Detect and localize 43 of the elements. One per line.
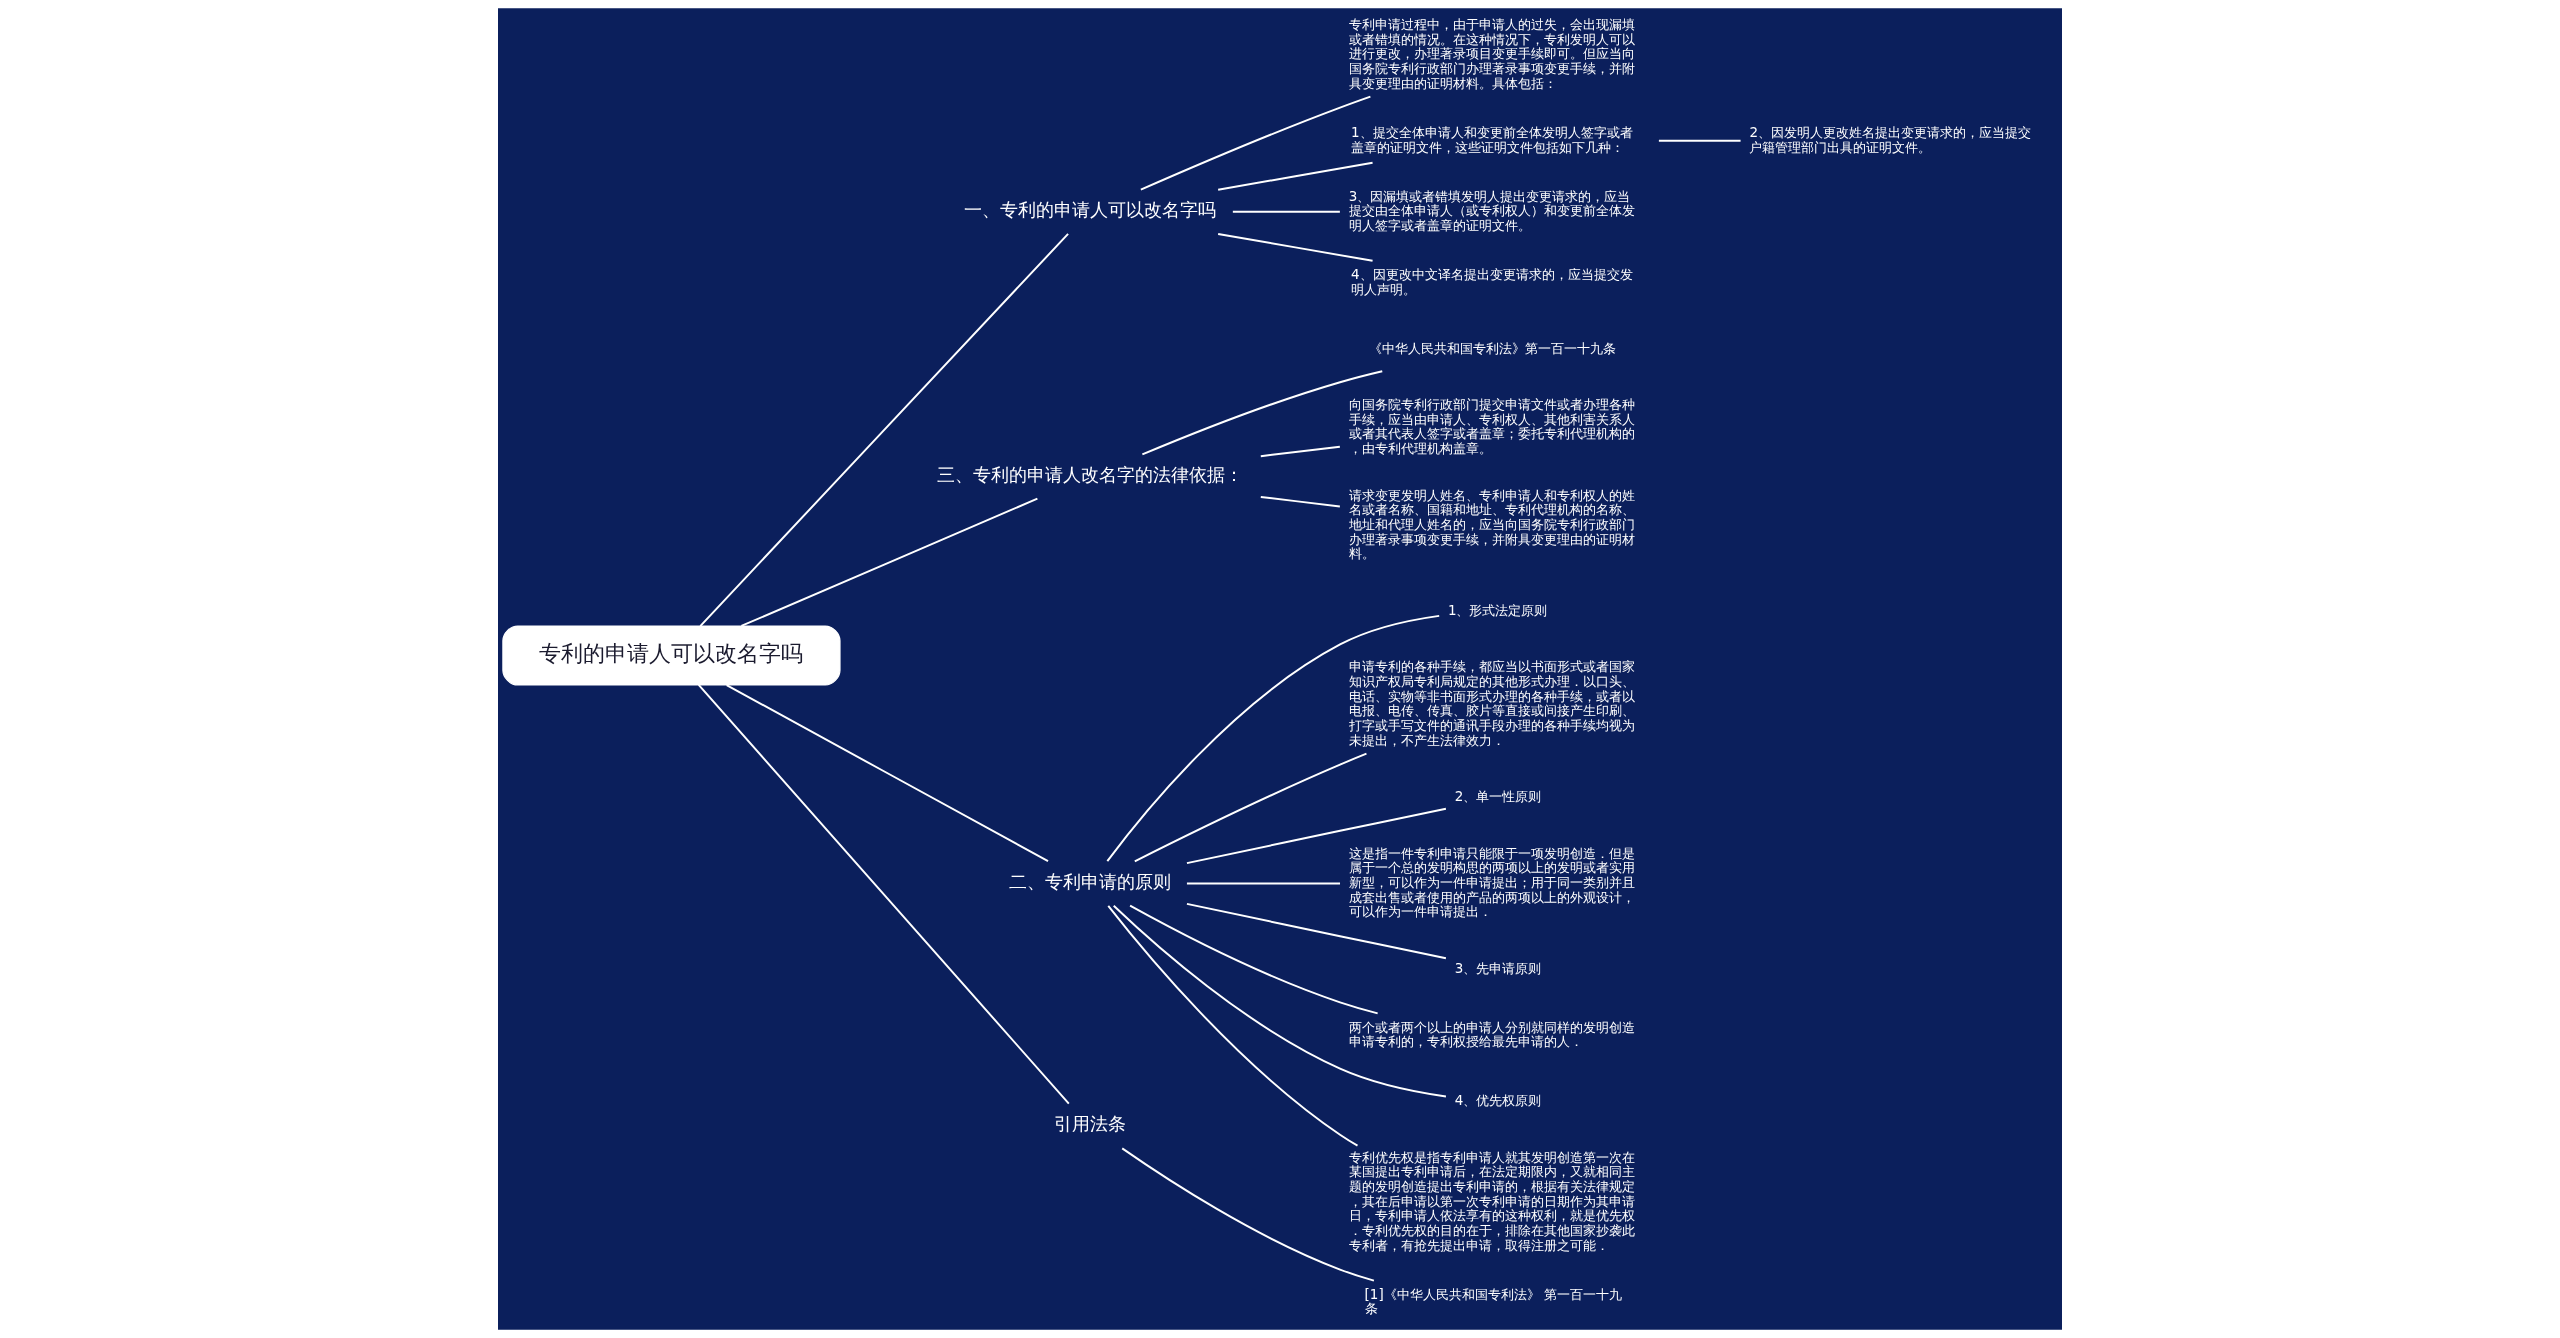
node-text: 3、因漏填或者错填发明人提出变更请求的，应当提交由全体申请人（或专利权人）和变更前全体发明人签字或者盖章的证明文件。 (1348, 187, 1635, 233)
connector (697, 684, 1070, 1105)
connector (1657, 139, 1742, 142)
node-text: 引用法条 (1054, 1113, 1127, 1135)
connector (1112, 904, 1447, 1098)
connector (1259, 445, 1341, 458)
connector (1107, 904, 1359, 1147)
node-text: 2、单一性原则 (1454, 788, 1542, 805)
node-text: 《中华人民共和国专利法》第一百一十九条 (1369, 339, 1617, 356)
connector (1106, 614, 1441, 863)
node-text: 申请专利的各种手续，都应当以书面形式或者国家知识产权局专利局规定的其他形式办理．以口头、电话、实物等非书面形式办理的各种手续，或者以电报、电传、传真、胶片等直接或间接产生印刷、打字或手写文件的通讯手段办理的各种手续均视为未提出，不产生法律效力． (1348, 658, 1635, 748)
connector (1141, 370, 1384, 456)
node-text: 3、先申请原则 (1454, 959, 1542, 976)
node-text: 这是指一件专利申请只能限于一项发明创造．但是属于一个总的发明构思的两项以上的发明或者实用新型，可以作为一件申请提出；用于同一类别并且成套出售或者使用的产品的两项以上的外观设计，可以作为一件申请提出． (1348, 844, 1635, 920)
node-text: 专利优先权是指专利申请人就其发明创造第一次在某国提出专利申请后，在法定期限内，又就相同主题的发明创造提出专利申请的，根据有关法律规定，其在后申请以第一次专利申请的日期作为其申请日，专利申请人依法享有的这种权利，就是优先权．专利优先权的目的在于，排除在其他国家抄袭此专利者，有抢先提出申请，取得注册之可能． (1348, 1148, 1635, 1253)
connector (1185, 882, 1341, 885)
connector (1121, 1147, 1375, 1282)
connector (1129, 904, 1379, 1015)
connector (725, 684, 1049, 863)
node-text: 一、专利的申请人可以改名字吗 (964, 199, 1217, 221)
node-text: 请求变更发明人姓名、专利申请人和专利权人的姓名或者名称、国籍和地址、专利代理机构的名称、地址和代理人姓名的，应当向国务院专利行政部门办理著录事项变更手续，并附具变更理由的证明材料。 (1348, 486, 1635, 562)
connector (1133, 752, 1368, 863)
connector (740, 497, 1039, 627)
node-text: [1]《中华人民共和国专利法》 第一百一十九条 (1364, 1285, 1622, 1317)
node-text: 4、优先权原则 (1454, 1092, 1542, 1109)
node-text: 三、专利的申请人改名字的法律依据： (937, 463, 1244, 485)
node-box: 专利的申请人可以改名字吗 (502, 625, 841, 686)
connector (1217, 161, 1374, 191)
node-text: 1、形式法定原则 (1447, 601, 1548, 618)
connector (1139, 95, 1372, 191)
connector (1231, 210, 1341, 213)
connector (1217, 232, 1374, 262)
node-text: 两个或者两个以上的申请人分别就同样的发明创造申请专利的，专利权授给最先申请的人． (1348, 1018, 1635, 1050)
node-text: 2、因发明人更改姓名提出变更请求的，应当提交户籍管理部门出具的证明文件。 (1749, 123, 2032, 155)
connector (1259, 495, 1341, 508)
node-text: 向国务院专利行政部门提交申请文件或者办理各种手续，应当由申请人、专利权人、其他利害关系人或者其代表人签字或者盖章；委托专利代理机构的，由专利代理机构盖章。 (1348, 395, 1635, 457)
node-text: 二、专利申请的原则 (1009, 870, 1172, 892)
connector (1185, 902, 1447, 960)
node-text: 4、因更改中文译名提出变更请求的，应当提交发明人声明。 (1351, 265, 1633, 297)
connector (1185, 807, 1447, 865)
node-text: 专利申请过程中，由于申请人的过失，会出现漏填或者错填的情况。在这种情况下，专利发明人可以进行更改，办理著录项目变更手续即可。但应当向国务院专利行政部门办理著录事项变更手续，并附具变更理由的证明材料。具体包括： (1348, 15, 1635, 91)
connector (699, 232, 1070, 628)
node-text: 1、提交全体申请人和变更前全体发明人签字或者盖章的证明文件，这些证明文件包括如下几种： (1351, 123, 1633, 155)
